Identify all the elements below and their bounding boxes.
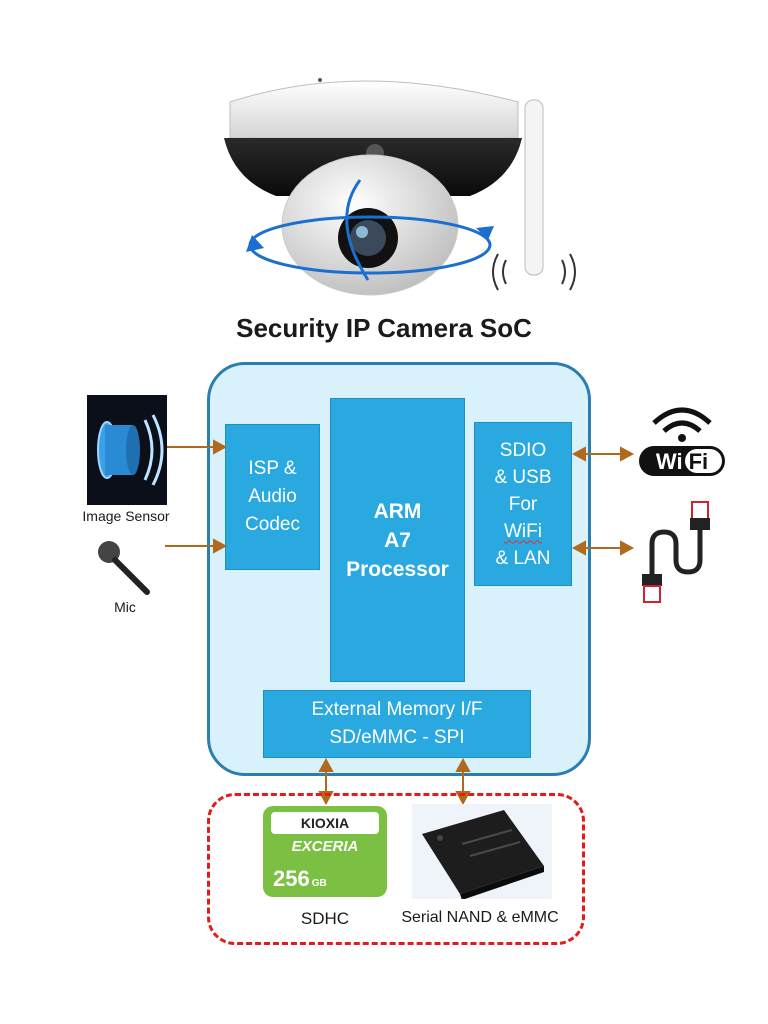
diagram-title: Security IP Camera SoC [236,313,532,343]
sd-card-brand: KIOXIA [271,812,379,834]
sd-card-icon: KIOXIA EXCERIA 256 GB [263,806,387,897]
arm-processor-block: ARM A7 Processor [330,398,465,682]
antenna-icon [524,99,544,276]
isp-line-1: ISP & [248,458,297,479]
sd-card-capacity: 256 [273,866,310,891]
sd-card-line: EXCERIA [291,838,359,855]
arm-line-3: Processor [346,557,449,581]
isp-line-3: Codec [245,514,300,535]
microphone-icon [98,541,150,595]
mic-label: Mic [114,599,136,615]
sd-card-capacity-unit: GB [311,878,327,889]
sdio-line-5: & LAN [495,547,551,569]
arrow-head-mic [213,538,228,554]
ethernet-cable-icon [642,501,710,603]
image-sensor-label: Image Sensor [82,508,170,524]
nand-chip-icon [412,804,552,899]
nand-label-text: Serial NAND & eMMC [401,909,559,926]
sdio-line-4: WiFi [504,520,542,542]
external-memory-block: External Memory I/F SD/eMMC - SPI [263,690,531,758]
arm-line-2: A7 [384,528,411,552]
sdhc-label: SDHC [300,909,350,928]
isp-line-2: Audio [248,486,297,507]
memory-line-1: External Memory I/F [311,699,483,720]
sdio-usb-block: SDIO & USB For WiFi & LAN [474,422,572,586]
memory-line-2: SD/eMMC - SPI [329,727,465,748]
nand-label: Serial NAND & eMMC [360,909,600,927]
wifi-icon [639,407,725,476]
storage-region [207,793,585,945]
sdio-line-1: SDIO [499,439,547,461]
isp-audio-codec-block: ISP & Audio Codec [225,424,320,570]
sdio-line-3: For [508,493,538,515]
arm-line-1: ARM [373,499,422,523]
image-sensor-icon [87,395,167,505]
dome-camera-icon [224,78,576,296]
sdio-line-2: & USB [494,466,552,488]
arrow-head-sensor [213,439,228,455]
